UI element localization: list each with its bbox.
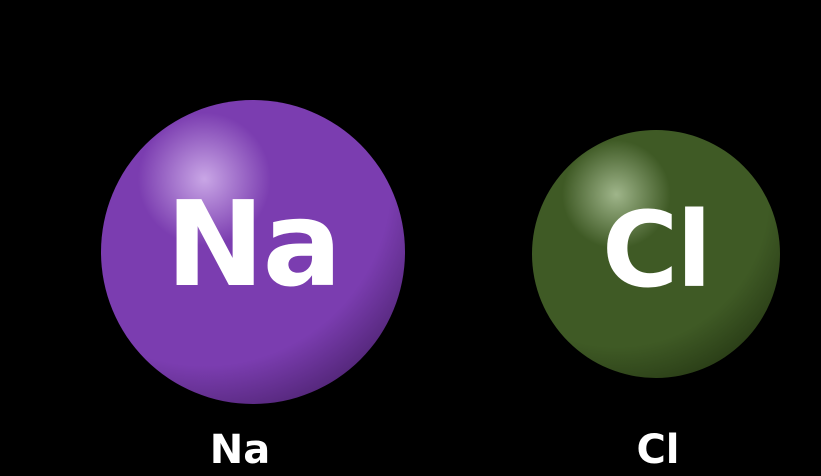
chlorine-caption: Cl (636, 427, 680, 473)
sodium-atom-symbol: Na (165, 175, 342, 313)
chlorine-atom-symbol: Cl (602, 189, 712, 311)
sodium-caption: Na (209, 427, 271, 473)
sodium-atom-sphere: Na (101, 100, 405, 404)
chlorine-atom-sphere: Cl (532, 130, 780, 378)
